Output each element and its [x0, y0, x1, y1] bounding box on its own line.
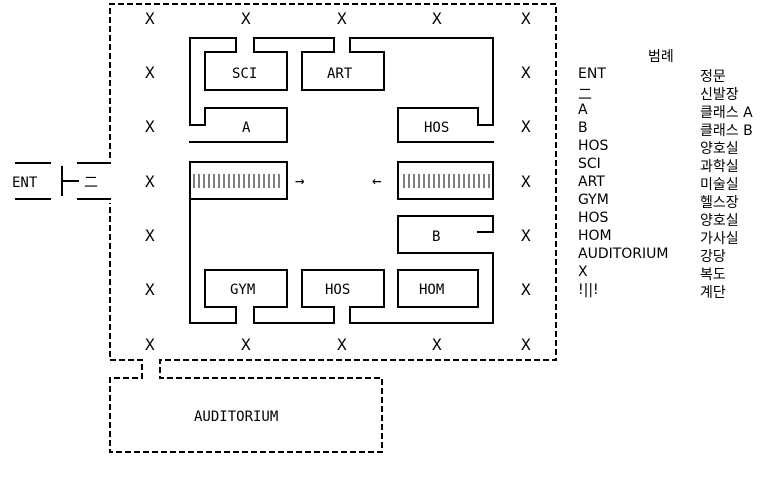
legend-code: HOS — [578, 138, 609, 154]
hallway-marker: X — [521, 9, 531, 28]
legend-entry: !||! 계단 — [578, 282, 777, 301]
legend-entry: GYM 헬스장 — [578, 192, 777, 211]
legend-desc: 헬스장 — [700, 195, 739, 211]
legend-desc: 과학실 — [700, 159, 739, 175]
lower-left-wall — [189, 199, 494, 324]
sci-room: SCI — [232, 66, 257, 82]
legend-entry: ART 미술실 — [578, 174, 777, 193]
hallway-marker: X — [145, 172, 155, 191]
stairs-right-frame — [397, 161, 494, 200]
legend-entry: SCI 과학실 — [578, 156, 777, 175]
building-outline — [109, 3, 557, 453]
hallway-marker: X — [337, 335, 347, 354]
stairs-right — [403, 174, 490, 188]
hallway-marker: X — [145, 117, 155, 136]
auditorium-room: AUDITORIUM — [194, 409, 278, 425]
upper-right-wall — [349, 37, 494, 143]
legend-code: AUDITORIUM — [578, 246, 669, 262]
hallway-marker: X — [145, 63, 155, 82]
legend-desc: 복도 — [700, 267, 726, 283]
class-b-room: B — [432, 229, 440, 245]
legend-code: X — [578, 264, 588, 280]
hallway-marker: X — [521, 63, 531, 82]
legend-entry: X 복도 — [578, 264, 777, 283]
hallway-marker: X — [521, 280, 531, 299]
legend-desc: 가사실 — [700, 231, 739, 247]
hallway-marker: X — [145, 226, 155, 245]
legend-title: 범례 — [648, 49, 674, 65]
art-room: ART — [327, 66, 353, 82]
hos-room-upper: HOS — [424, 120, 449, 136]
legend-code: GYM — [578, 192, 609, 208]
hallway-marker: X — [521, 226, 531, 245]
stairs-left — [193, 174, 280, 188]
hallway-marker: X — [521, 335, 531, 354]
legend-desc: 계단 — [700, 285, 726, 301]
hos-room-lower: HOS — [325, 282, 350, 298]
upper-left-wall — [189, 37, 385, 143]
hallway-marker: X — [145, 9, 155, 28]
legend-code: ART — [578, 174, 605, 190]
legend-desc: 양호실 — [700, 213, 739, 229]
legend-entry: B 클래스 B — [578, 120, 777, 139]
ent-label: ENT — [12, 175, 38, 191]
legend-desc: 신발장 — [700, 87, 739, 103]
hallway-marker: X — [521, 117, 531, 136]
legend-entry: A 클래스 A — [578, 102, 777, 121]
legend-entry: 二 신발장 — [578, 84, 777, 103]
stairs-left-frame — [189, 161, 288, 200]
legend-code: HOS — [578, 210, 609, 226]
legend-desc: 양호실 — [700, 141, 739, 157]
hom-room: HOM — [419, 282, 444, 298]
hallway-marker: X — [241, 9, 251, 28]
hallway-marker: X — [145, 335, 155, 354]
legend-desc: 미술실 — [700, 177, 739, 193]
class-a-room: A — [242, 120, 251, 136]
legend-code: SCI — [578, 156, 601, 172]
legend-desc: 클래스 B — [700, 123, 753, 139]
legend-code: 二 — [578, 87, 592, 103]
legend-code: !||! — [578, 282, 599, 298]
hallway-marker: X — [145, 280, 155, 299]
hallway-marker: X — [432, 335, 442, 354]
arrow-left-icon: ← — [372, 171, 382, 190]
legend-entry: HOM 가사실 — [578, 228, 777, 247]
hallway-marker: X — [432, 9, 442, 28]
arrow-right-icon: → — [295, 171, 305, 190]
gym-room: GYM — [230, 282, 255, 298]
hallway-marker: X — [241, 335, 251, 354]
legend-code: ENT — [578, 66, 606, 82]
legend-entry: AUDITORIUM 강당 — [578, 246, 777, 265]
legend-entry: HOS 양호실 — [578, 138, 777, 157]
hom-room-wall — [397, 269, 479, 308]
hallway-marker: X — [337, 9, 347, 28]
hallway-marker: X — [521, 172, 531, 191]
legend-code: HOM — [578, 228, 612, 244]
legend-code: A — [578, 102, 588, 118]
legend-desc: 정문 — [700, 69, 726, 85]
entrance-corridor — [15, 162, 111, 200]
legend-entry: HOS 양호실 — [578, 210, 777, 229]
legend-desc: 강당 — [700, 249, 726, 265]
legend-desc: 클래스 A — [700, 105, 753, 121]
shoe-rack-label: 二 — [84, 175, 98, 191]
legend-code: B — [578, 120, 588, 136]
legend-entry: ENT 정문 — [578, 66, 777, 85]
